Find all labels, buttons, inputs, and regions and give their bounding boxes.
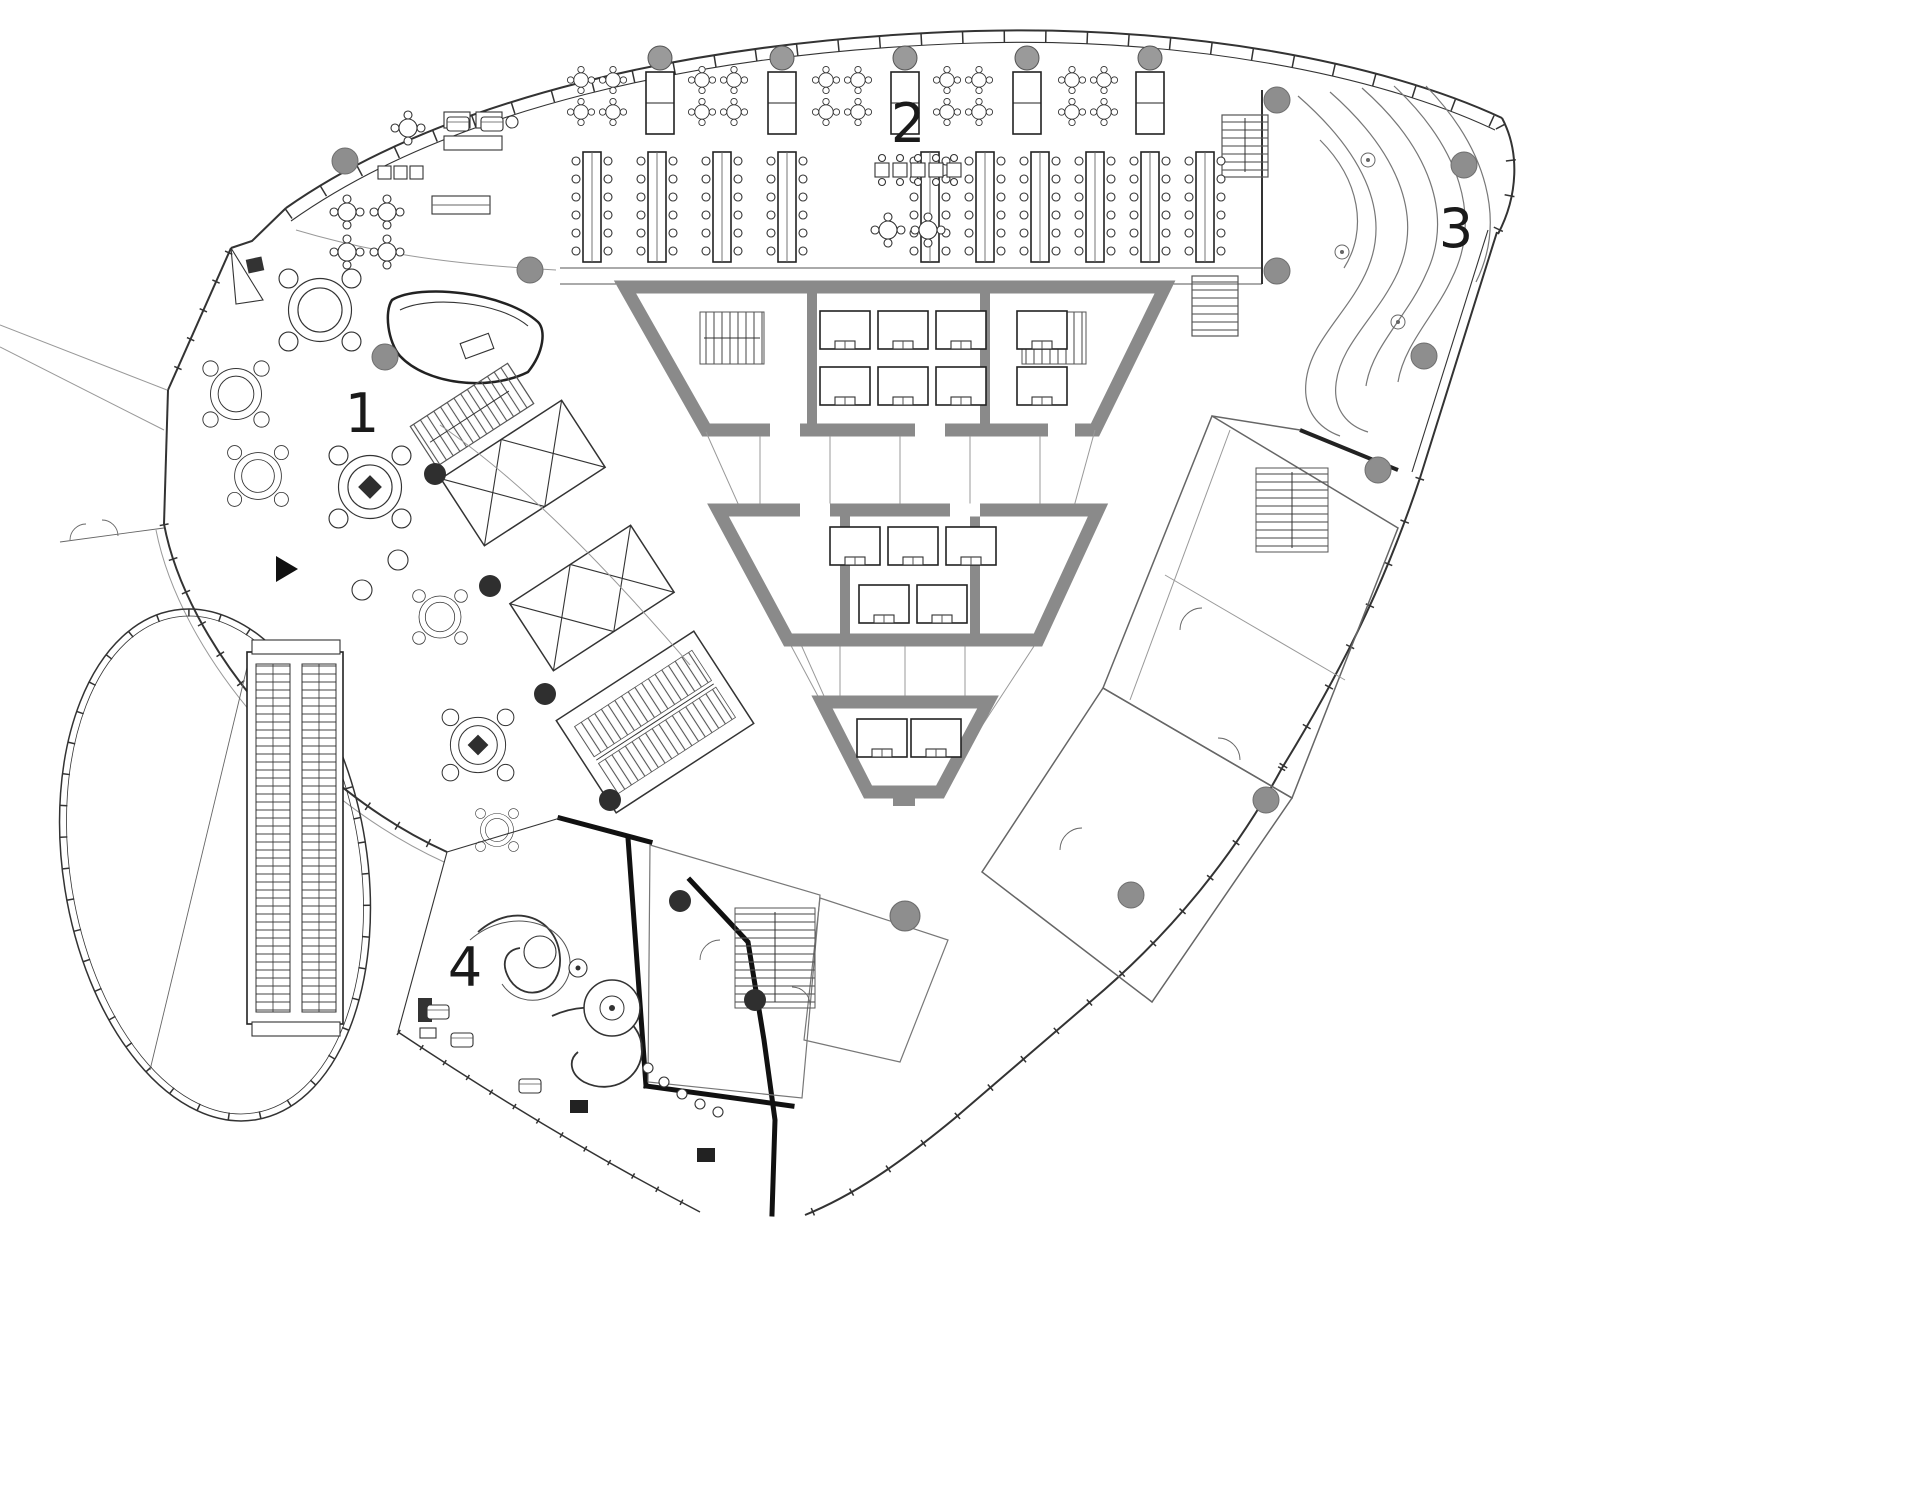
zone-label-3: 3 xyxy=(1439,197,1473,260)
building-shell xyxy=(0,29,1517,1219)
zone3-garden xyxy=(1297,85,1491,437)
entry-arrow xyxy=(276,556,298,582)
driveway-oval xyxy=(58,608,372,1122)
zone-label-4: 4 xyxy=(448,936,482,999)
zone2-furniture xyxy=(329,45,1226,270)
zone3-planting xyxy=(1334,152,1406,330)
zone-label-1: 1 xyxy=(345,382,379,445)
zone4-spa xyxy=(396,817,702,1215)
zone2-dining-area xyxy=(295,90,1269,337)
stair xyxy=(409,362,535,468)
stair xyxy=(699,311,765,365)
zone1-lobby xyxy=(276,290,755,814)
stair xyxy=(1221,114,1269,178)
zone-labels: 1 2 3 4 xyxy=(345,92,1473,999)
escalators xyxy=(246,639,344,1037)
reception-desk xyxy=(386,290,544,385)
escalator-box xyxy=(439,399,607,547)
stair xyxy=(1255,467,1329,553)
escalator-box xyxy=(508,524,676,672)
stair-hall xyxy=(555,630,755,814)
stair xyxy=(1191,275,1239,337)
zone-label-2: 2 xyxy=(891,92,925,155)
